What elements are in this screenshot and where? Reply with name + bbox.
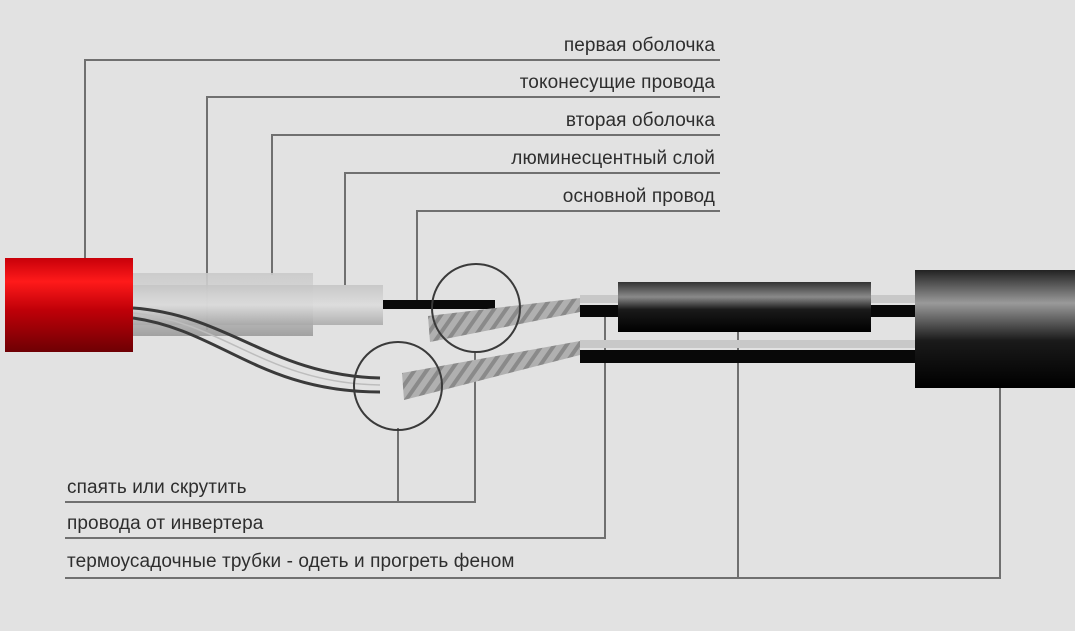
heat-shrink-tube [618, 282, 871, 332]
red-first-sheath [5, 258, 133, 352]
main-core-wire [383, 300, 495, 309]
upper-stranded-wire [428, 298, 580, 342]
black-inverter-cable [915, 270, 1075, 388]
label-solder-or-twist: спаять или скрутить [67, 477, 247, 498]
label-current-carrying-wires: токонесущие провода [519, 72, 715, 93]
label-inverter-wires: провода от инвертера [67, 513, 264, 534]
label-main-wire: основной провод [562, 186, 715, 207]
luminescent-layer-tube [133, 285, 383, 325]
label-luminescent-layer: люминесцентный слой [511, 148, 715, 169]
upper-joint-circle [431, 263, 521, 353]
label-first-sheath: первая оболочка [563, 35, 715, 56]
label-heat-shrink-tubes: термоусадочные трубки - одеть и прогреть… [67, 551, 515, 572]
lower-joint-circle [353, 341, 443, 431]
label-second-sheath: вторая оболочка [565, 110, 715, 131]
thin-conductors [132, 306, 381, 394]
lower-stranded-wire [402, 341, 580, 400]
top-leader-lines [84, 59, 720, 330]
